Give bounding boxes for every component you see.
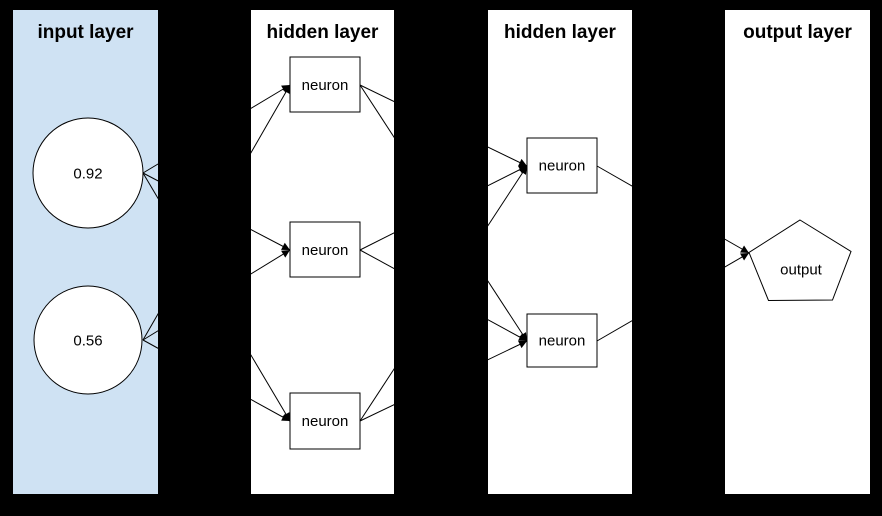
input-node-1-circle: [32, 117, 144, 229]
connection-arrow-input2-h1n2: [142, 249, 291, 341]
connection-arrow-h1n2-h2n1: [359, 165, 528, 251]
hidden2-neuron-2-label: neuron: [539, 333, 586, 350]
connection-arrow-h2n1-output: [596, 165, 750, 254]
hidden1-neuron-1-box: [289, 56, 361, 113]
connection-arrow-h1n3-h2n2: [359, 340, 528, 422]
hidden1-neuron-3-label: neuron: [302, 413, 349, 430]
input-node-2-label: 0.56: [73, 333, 102, 350]
connection-arrow-h1n1-h2n1: [359, 84, 528, 167]
hidden1-neuron-2-box: [289, 221, 361, 278]
connection-arrow-h1n3-h2n1: [359, 165, 528, 422]
connection-arrow-input1-h1n1: [142, 84, 291, 174]
output-node-pentagon: [748, 219, 852, 302]
connection-arrow-h1n1-h2n2: [359, 84, 528, 342]
input-layer-panel: [13, 10, 158, 494]
hidden-layer-1-title: hidden layer: [267, 22, 380, 43]
output-layer-title: output layer: [743, 22, 852, 43]
hidden-layer-2-title: hidden layer: [504, 22, 617, 43]
input-node-1-label: 0.92: [73, 166, 102, 183]
hidden-layer-2-panel: [488, 10, 632, 494]
connection-arrow-h2n2-output: [596, 252, 750, 342]
hidden2-neuron-1-box: [526, 137, 598, 194]
input-layer-title: input layer: [37, 22, 134, 43]
connection-arrow-input2-h1n1: [142, 84, 291, 341]
hidden2-neuron-2-box: [526, 313, 598, 368]
input-node-2-circle: [33, 285, 143, 395]
connection-arrow-input2-h1n3: [142, 339, 291, 422]
hidden2-neuron-1-label: neuron: [539, 158, 586, 175]
connection-arrow-h1n2-h2n2: [359, 249, 528, 342]
output-node-label: output: [780, 262, 823, 279]
hidden1-neuron-2-label: neuron: [302, 242, 349, 259]
hidden1-neuron-1-label: neuron: [302, 77, 349, 94]
hidden1-neuron-3-box: [289, 392, 361, 450]
connection-arrow-input1-h1n3: [142, 172, 291, 422]
